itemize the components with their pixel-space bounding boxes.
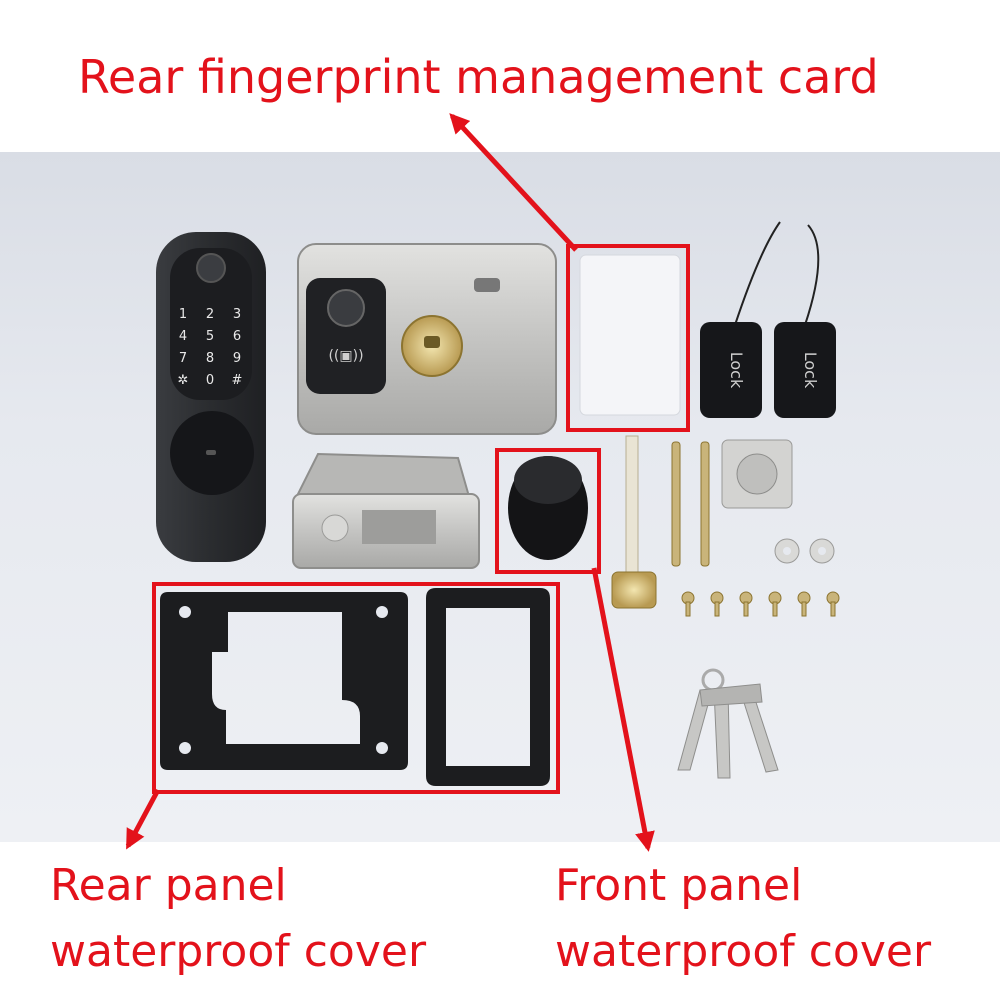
cylinder-keyway	[424, 336, 440, 348]
keypad-digits: 1 2 3 4 5 6 7 8 9 ✲ 0 #	[178, 307, 243, 388]
bracket-screw-boss	[321, 514, 349, 542]
gasket-hole-bottom-left	[179, 742, 191, 754]
keypad-key: 7	[179, 351, 187, 366]
small-screw-shaft	[743, 601, 749, 617]
management-card	[579, 254, 681, 416]
key-fob-left-label: Lock	[727, 352, 746, 389]
keypad-key: ✲	[178, 373, 189, 388]
front-reader-module	[306, 278, 386, 394]
small-screw-shaft	[772, 601, 778, 617]
front-panel-gasket	[426, 588, 550, 786]
key-fob-right-label: Lock	[801, 352, 820, 389]
bracket-opening	[362, 510, 436, 544]
keypad-touch-area	[170, 248, 252, 400]
keypad-key: 2	[206, 307, 214, 322]
key-fob-left	[700, 322, 762, 418]
keypad-key: 8	[206, 351, 214, 366]
gasket-hole-top-right	[376, 606, 388, 618]
arrow-to-front-label	[591, 567, 655, 852]
keyhole-icon	[206, 450, 216, 455]
small-screw-shaft	[830, 601, 836, 617]
rear-panel-gasket	[160, 592, 408, 770]
keypad-key: 9	[233, 351, 241, 366]
front-rubber-cap	[508, 456, 588, 560]
lock-body: ((▣))	[297, 243, 557, 435]
keypad-key: 1	[179, 307, 187, 322]
keypad-key: #	[232, 373, 243, 388]
keypad-key: 4	[179, 329, 187, 344]
rfid-icon: ((▣))	[328, 348, 363, 364]
long-screws	[671, 441, 710, 567]
gasket-hole-top-left	[179, 606, 191, 618]
callout-front-cover-line1: Front panel	[555, 860, 803, 911]
callout-rear-cover-line2: waterproof cover	[50, 926, 427, 977]
key-fobs: Lock Lock	[700, 221, 836, 418]
mounting-plate	[721, 439, 793, 509]
arrow-to-rear-label	[125, 788, 161, 850]
highlight-box-front-cap	[495, 448, 601, 574]
highlight-box-gaskets	[152, 582, 560, 794]
small-screw-shaft	[801, 601, 807, 617]
gasket-hole-bottom-right	[376, 742, 388, 754]
keypad-key: 3	[233, 307, 241, 322]
spindle-assembly	[611, 435, 657, 609]
keypad-key: 6	[233, 329, 241, 344]
callout-front-cover-line2: waterproof cover	[555, 926, 932, 977]
latch-indicator	[474, 278, 500, 292]
small-screw-shaft	[714, 601, 720, 617]
small-screw-shaft	[685, 601, 691, 617]
small-screws	[681, 591, 840, 617]
fingerprint-reader-icon	[327, 289, 365, 327]
callout-management-card: Rear fingerprint management card	[78, 50, 879, 104]
washers	[774, 538, 835, 564]
keypad-key: 5	[206, 329, 214, 344]
highlight-box-management-card	[566, 244, 690, 432]
key-fob-right	[774, 322, 836, 418]
fingerprint-sensor-icon	[196, 253, 226, 283]
keys	[677, 668, 779, 779]
arrow-to-card-label	[449, 113, 578, 252]
keypad-key: 0	[206, 373, 214, 388]
steel-bracket	[292, 452, 480, 569]
callout-rear-cover-line1: Rear panel	[50, 860, 287, 911]
front-keypad-panel	[156, 232, 266, 562]
